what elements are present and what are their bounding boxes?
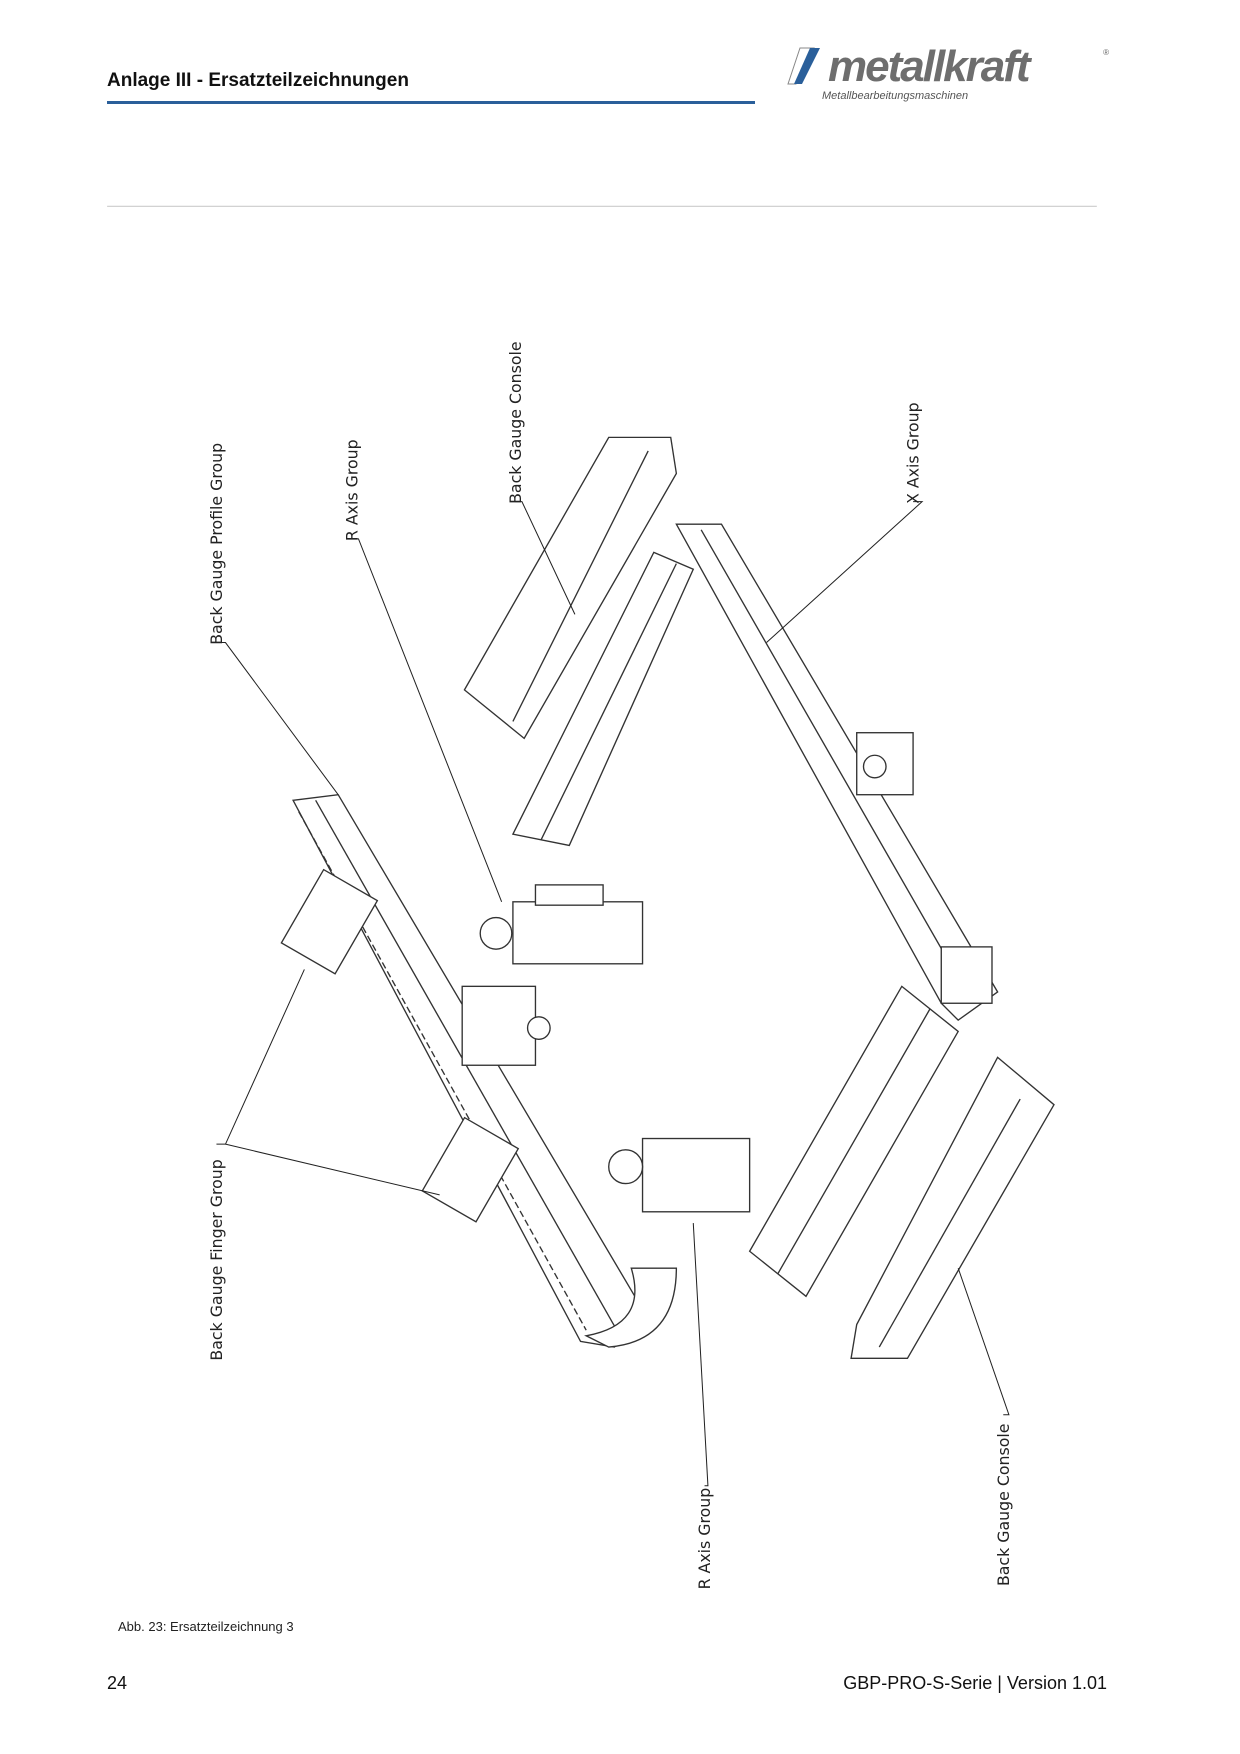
logo-registered: ® bbox=[1103, 48, 1109, 57]
label-back-gauge-finger-group: Back Gauge Finger Group bbox=[207, 1159, 226, 1360]
finger-bottom bbox=[421, 1116, 520, 1223]
header-rule bbox=[107, 101, 755, 104]
label-back-gauge-console-bottom: Back Gauge Console bbox=[994, 1424, 1013, 1586]
logo-mark-icon bbox=[787, 47, 820, 85]
logo-subtitle: Metallbearbeitungsmaschinen bbox=[822, 90, 969, 102]
label-r-axis-group-top: R Axis Group bbox=[342, 439, 361, 541]
profile-hook bbox=[584, 1267, 678, 1348]
label-back-gauge-profile-group: Back Gauge Profile Group bbox=[207, 443, 226, 645]
metallkraft-logo: metallkraft ® Metallbearbeitungsmaschine… bbox=[786, 42, 1111, 106]
figure-caption: Abb. 23: Ersatzteilzeichnung 3 bbox=[118, 1619, 294, 1634]
document-version: GBP-PRO-S-Serie | Version 1.01 bbox=[843, 1673, 1107, 1693]
back-gauge-console-bottom bbox=[850, 1056, 1055, 1360]
r-axis-motor-top bbox=[512, 901, 644, 965]
label-x-axis-group: X Axis Group bbox=[904, 402, 923, 504]
page-title: Anlage III - Ersatzteilzeichnungen bbox=[107, 70, 409, 91]
x-axis-beam bbox=[675, 523, 999, 1022]
r-axis-motor-bottom bbox=[641, 1137, 751, 1213]
back-gauge-console-top bbox=[463, 436, 678, 740]
back-gauge-profile-beam bbox=[292, 793, 650, 1348]
page-number: 24 bbox=[107, 1673, 128, 1693]
finger-top bbox=[280, 868, 379, 975]
label-back-gauge-console-top: Back Gauge Console bbox=[506, 341, 525, 503]
label-r-axis-group-bottom: R Axis Group bbox=[695, 1488, 714, 1590]
drive-box bbox=[461, 985, 537, 1066]
leader-lines bbox=[216, 501, 1010, 1487]
linear-rail-top bbox=[511, 551, 695, 847]
logo-wordmark: metallkraft bbox=[828, 42, 1031, 91]
